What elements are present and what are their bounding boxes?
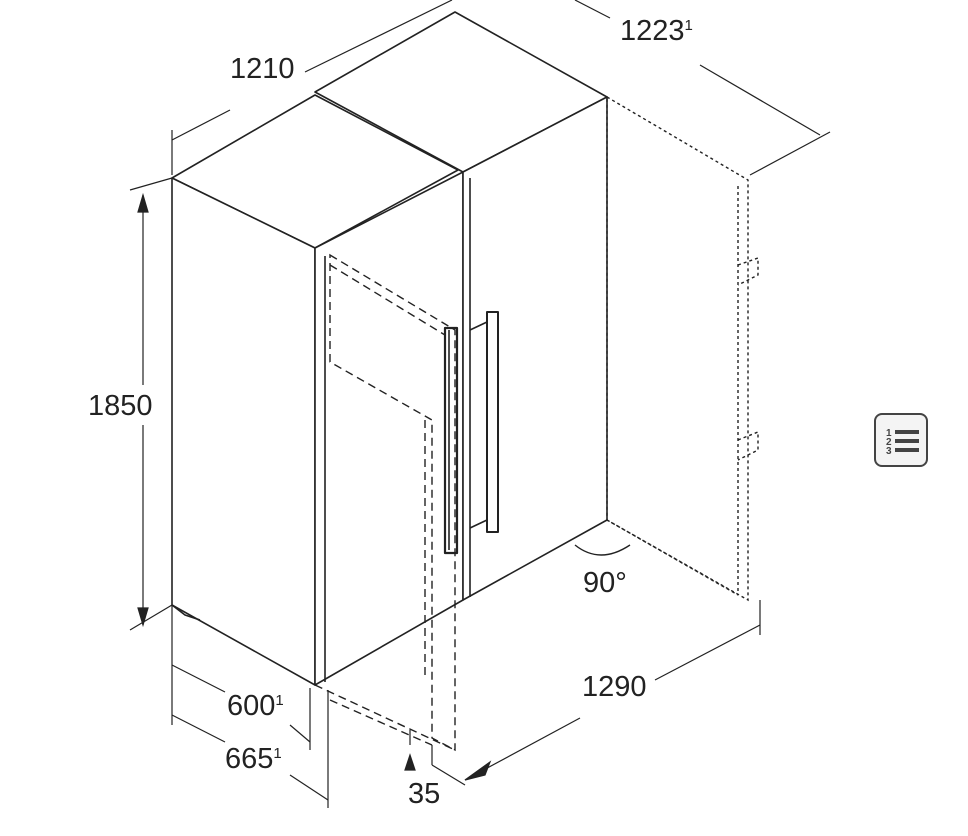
right-unit-door xyxy=(462,96,608,601)
legend-button[interactable]: 1 2 3 xyxy=(874,413,928,467)
dim-1223: 12231 xyxy=(620,15,693,47)
svg-text:1: 1 xyxy=(886,428,892,439)
right-door-handle xyxy=(486,311,499,533)
left-door-open-outline xyxy=(329,253,456,752)
dim-1210: 1210 xyxy=(230,53,295,85)
dim-1290: 1290 xyxy=(582,671,647,703)
dim-600: 6001 xyxy=(227,690,284,722)
door-angle-arc xyxy=(574,544,631,556)
right-door-open-outline xyxy=(606,95,749,602)
dim-665: 6651 xyxy=(225,743,282,775)
left-unit-side xyxy=(171,177,316,686)
dim-90-degrees: 90° xyxy=(583,567,627,599)
svg-text:3: 3 xyxy=(886,446,892,457)
dimension-labels: 1210 12231 1850 6001 6651 1290 90° 35 xyxy=(88,15,693,810)
svg-text:2: 2 xyxy=(886,437,892,448)
left-unit-door xyxy=(314,171,464,686)
dim-1850: 1850 xyxy=(88,390,153,422)
numbered-list-icon: 1 2 3 xyxy=(886,428,919,457)
dim-35: 35 xyxy=(408,778,440,810)
left-door-handle xyxy=(443,326,459,555)
